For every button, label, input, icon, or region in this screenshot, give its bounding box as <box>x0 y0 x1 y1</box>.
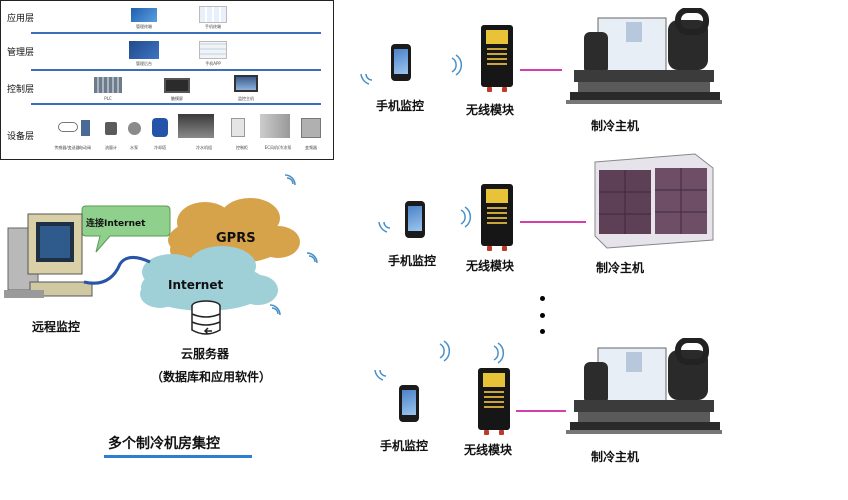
app-caption-1: 管理终端 <box>136 24 152 29</box>
phone-icon <box>399 385 419 422</box>
device-caption-5: 冷却塔 <box>154 145 166 150</box>
chiller-label: 制冷主机 <box>591 450 640 464</box>
connection-line <box>520 221 586 223</box>
ctrl-caption-3: 监控主机 <box>238 96 254 101</box>
inverter-image <box>301 118 321 138</box>
page-title: 多个制冷机房集控 <box>108 436 220 452</box>
wifi-signal-icon <box>378 221 391 233</box>
database-icon <box>191 300 221 335</box>
chiller-label: 制冷主机 <box>591 119 640 133</box>
app-layer-label: 应用层 <box>7 14 35 24</box>
control-cabinet-image <box>231 118 245 137</box>
app-caption-2: 手机终端 <box>205 24 221 29</box>
remote-computer <box>4 213 93 298</box>
connection-line <box>520 69 562 71</box>
management-backend-image <box>129 41 159 59</box>
management-terminal-image <box>131 8 157 22</box>
phone-monitor-label: 手机监控 <box>380 439 429 453</box>
ctrl-caption-2: 触摸屏 <box>171 96 183 101</box>
ellipsis-dot <box>540 296 545 301</box>
chiller-label: 制冷主机 <box>596 261 645 275</box>
wifi-signal-icon <box>493 342 505 364</box>
mgmt-caption-2: 手机APP <box>205 61 221 66</box>
device-layer-label: 设备层 <box>7 132 35 142</box>
layer-separator <box>31 69 321 71</box>
internet-cloud <box>140 246 278 311</box>
device-caption-8: EC风机/冷冻泵 <box>264 145 292 150</box>
layer-architecture-panel: 应用层 管理终端 手机终端 管理层 管理后台 手机APP 控制层 PLC 触摸屏… <box>0 0 334 160</box>
device-caption-2: 电动阀 <box>79 145 91 150</box>
wifi-signal-icon <box>460 206 472 228</box>
cloud-server-sublabel: （数据库和应用软件） <box>151 370 272 384</box>
device-caption-4: 水泵 <box>130 145 138 150</box>
wireless-module-label: 无线模块 <box>466 259 515 273</box>
sensor-image <box>58 122 78 132</box>
device-caption-1: 传感器/变送器 <box>54 145 80 150</box>
remote-monitor-label: 远程监控 <box>32 320 81 334</box>
valve-image <box>81 120 90 136</box>
wireless-module-icon <box>481 25 513 92</box>
wifi-signal-icon <box>439 340 451 362</box>
remote-cloud-artwork <box>4 174 318 335</box>
layer-separator <box>31 103 321 105</box>
gprs-label: GPRS <box>216 231 256 246</box>
wifi-signal-icon <box>451 54 463 76</box>
phone-monitor-label: 手机监控 <box>388 254 437 268</box>
wireless-module-icon <box>478 368 510 435</box>
device-caption-9: 变频器 <box>305 145 317 150</box>
ctrl-caption-1: PLC <box>104 96 112 101</box>
phone-icon <box>405 201 425 238</box>
wifi-signal-icon <box>269 174 318 316</box>
chiller-image <box>566 8 722 104</box>
cooling-tower-image <box>152 118 168 137</box>
chiller-unit-image <box>178 114 214 138</box>
ec-fan-image <box>260 114 290 138</box>
phone-monitor-label: 手机监控 <box>376 99 425 113</box>
internet-label: Internet <box>168 278 224 292</box>
pump-image <box>128 122 141 135</box>
connection-line <box>516 410 566 412</box>
touch-screen-image <box>164 78 190 93</box>
chiller-image <box>594 153 714 249</box>
mgmt-layer-label: 管理层 <box>7 48 35 58</box>
ellipsis-dot <box>540 329 545 334</box>
cloud-server-label: 云服务器 <box>181 347 230 361</box>
monitor-host-image <box>234 75 258 92</box>
flow-meter-image <box>105 122 117 135</box>
title-underline <box>104 455 252 458</box>
wireless-module-label: 无线模块 <box>464 443 513 457</box>
network-cable <box>83 256 151 285</box>
mobile-app-image <box>199 41 227 59</box>
ellipsis-dot <box>540 313 545 318</box>
device-caption-6: 冷水机组 <box>196 145 212 150</box>
mgmt-caption-1: 管理后台 <box>136 61 152 66</box>
wifi-signal-icon <box>374 369 387 381</box>
device-caption-7: 控制柜 <box>236 145 248 150</box>
wireless-module-icon <box>481 184 513 251</box>
layer-separator <box>31 32 321 34</box>
wireless-module-label: 无线模块 <box>466 103 515 117</box>
ctrl-layer-label: 控制层 <box>7 85 35 95</box>
connect-internet-label: 连接Internet <box>86 219 146 229</box>
phone-icon <box>391 44 411 81</box>
wifi-signal-icon <box>360 73 373 85</box>
plc-image <box>94 77 122 93</box>
mobile-terminal-image <box>199 6 227 23</box>
device-caption-3: 流量计 <box>105 145 117 150</box>
chiller-image <box>566 338 722 434</box>
connect-speech-bubble <box>81 205 171 253</box>
